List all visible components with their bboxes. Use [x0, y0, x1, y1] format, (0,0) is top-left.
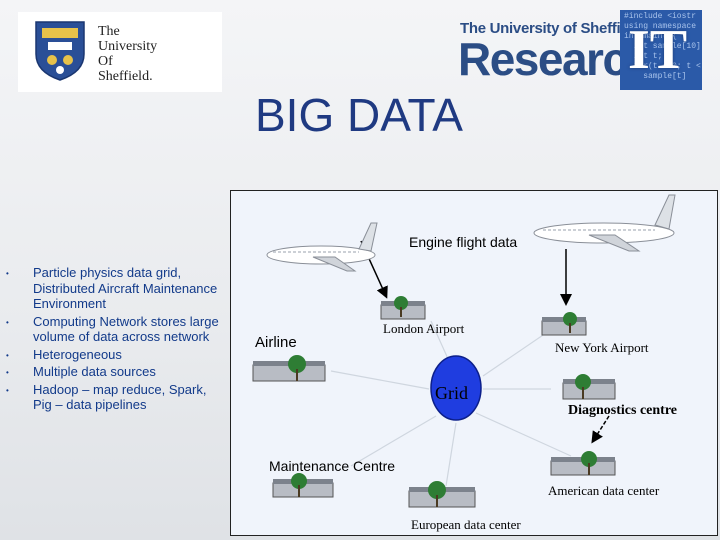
university-logo: The University Of Sheffield.: [18, 12, 222, 92]
link-european-grid: [445, 422, 457, 487]
grid-diagram: Grid Engine flight data Airline London A…: [230, 190, 718, 536]
building-newyork-icon: [541, 312, 587, 336]
airplane-left-icon: [266, 222, 378, 272]
maintenance-centre-label: Maintenance Centre: [269, 458, 396, 474]
building-airline-icon: [252, 355, 326, 382]
bullet-item: •Heterogeneous: [6, 346, 122, 362]
university-wordmark: The University Of Sheffield.: [98, 24, 157, 84]
airplane-right-icon: [533, 194, 676, 252]
university-shield-icon: [35, 21, 85, 81]
bullet-list: •Particle physics data grid, Distributed…: [6, 265, 226, 415]
european-data-center-label: European data center: [411, 517, 521, 532]
bullet-dot-icon: •: [6, 368, 9, 377]
bullet-item: •Particle physics data grid, Distributed…: [6, 265, 218, 311]
it-code-background: #include <iostr using namespace int main…: [624, 12, 701, 81]
building-london-icon: [380, 296, 426, 320]
bullet-dot-icon: •: [6, 350, 9, 360]
building-diagnostics-icon: [562, 374, 616, 400]
logo-line-sheffield: Sheffield.: [98, 69, 153, 84]
link-maintenance-grid: [350, 415, 437, 467]
grid-label: Grid: [435, 383, 468, 403]
logo-line-university: University: [98, 39, 158, 54]
airline-label: Airline: [255, 334, 297, 351]
engine-flight-data-label: Engine flight data: [409, 234, 518, 250]
link-american-grid: [475, 412, 572, 457]
american-data-center-label: American data center: [548, 483, 660, 498]
link-london-grid: [430, 320, 450, 362]
bullet-item: •Computing Network stores large volume o…: [6, 313, 219, 345]
building-american-icon: [550, 451, 616, 476]
new-york-airport-label: New York Airport: [555, 340, 649, 355]
it-logo-block: #include <iostr using namespace int main…: [620, 10, 702, 90]
logo-line-of: Of: [98, 54, 113, 69]
arrow-diagnostics-to-american: [591, 415, 610, 444]
link-newyork-grid: [482, 330, 550, 377]
link-airline-grid: [330, 370, 430, 390]
building-european-icon: [408, 481, 476, 508]
bullet-dot-icon: •: [6, 269, 9, 278]
building-maintenance-icon: [272, 473, 334, 498]
it-wordmark: IT: [628, 19, 688, 81]
bullet-dot-icon: •: [6, 317, 9, 327]
diagnostics-centre-label: Diagnostics centre: [568, 403, 677, 418]
bullet-item: •Multiple data sources: [6, 364, 156, 379]
slide-title: BIG DATA: [255, 89, 463, 141]
grid-node-icon: [430, 355, 482, 421]
bullet-dot-icon: •: [6, 385, 9, 395]
london-airport-label: London Airport: [383, 321, 465, 336]
bullet-item: •Hadoop – map reduce, Spark, Pig – data …: [6, 381, 207, 413]
logo-line-the: The: [98, 24, 120, 39]
